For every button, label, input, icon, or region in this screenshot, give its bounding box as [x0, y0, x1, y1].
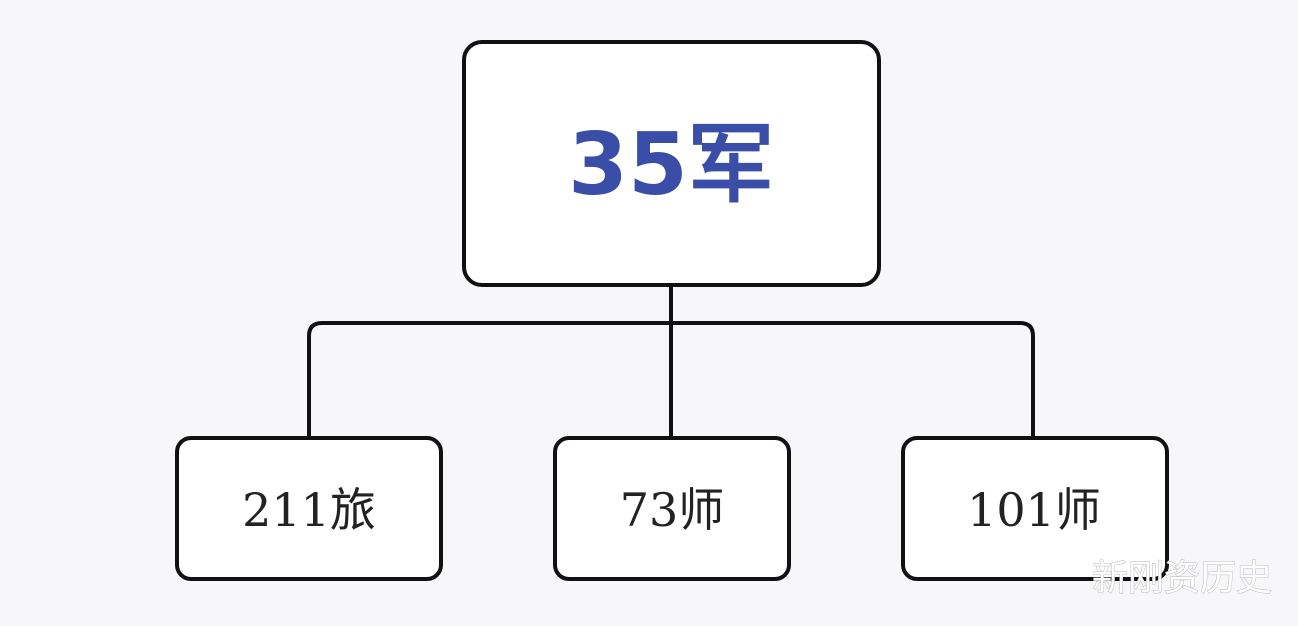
node-child-101: 101师	[901, 436, 1169, 581]
watermark-text: 新刚资历史	[1092, 558, 1272, 599]
node-child-label: 101师	[967, 483, 1101, 537]
node-child-box	[901, 436, 1169, 581]
node-child-label: 73师	[620, 483, 725, 537]
node-root-label: 35军	[568, 115, 774, 215]
node-root-box	[462, 40, 881, 287]
node-child-211: 211旅	[175, 436, 443, 581]
connector-horizontal-bar	[307, 321, 1035, 438]
node-root: 35军	[462, 40, 881, 287]
connector-lines	[307, 285, 1035, 438]
node-child-label: 211旅	[242, 483, 376, 537]
node-child-73: 73师	[553, 436, 791, 581]
node-child-box	[553, 436, 791, 581]
node-child-box	[175, 436, 443, 581]
